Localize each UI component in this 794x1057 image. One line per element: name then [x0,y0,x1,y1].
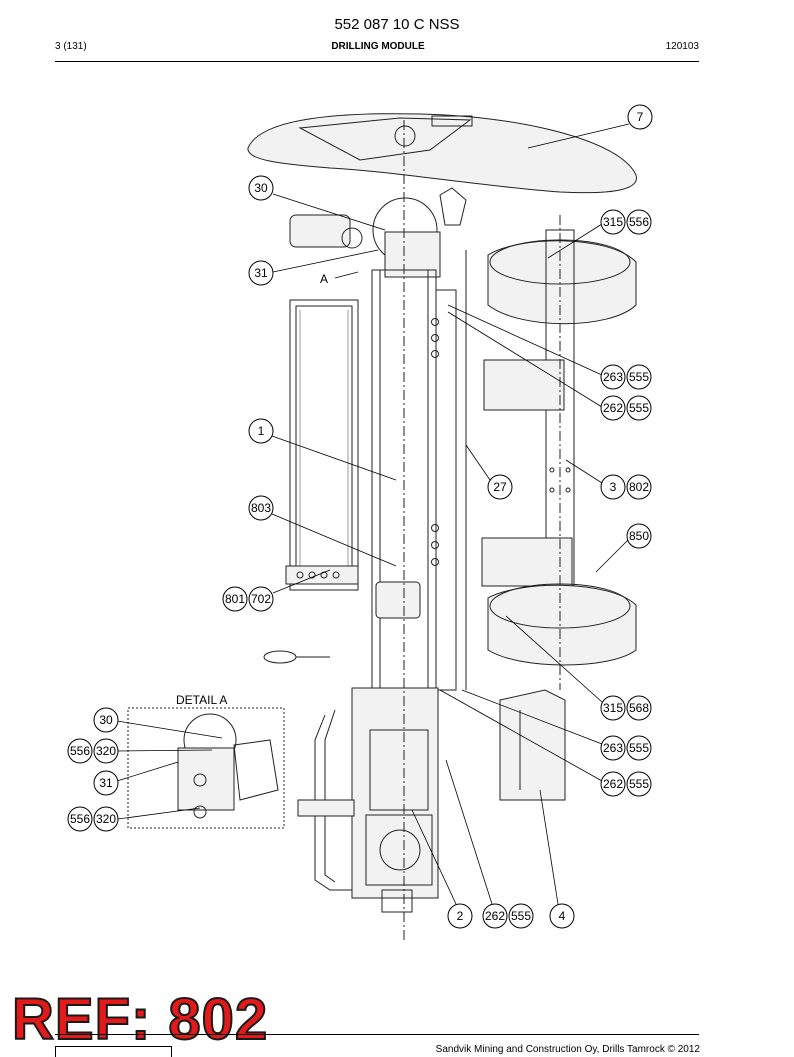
svg-text:3: 3 [610,480,617,494]
callout-850: 850 [626,523,652,549]
svg-text:263: 263 [603,741,623,755]
callout-555: 555 [626,395,652,421]
svg-text:262: 262 [603,777,623,791]
svg-text:263: 263 [603,370,623,384]
detail-a-view [127,707,285,829]
svg-text:315: 315 [603,215,623,229]
svg-text:30: 30 [99,713,113,727]
callout-27: 27 [487,474,513,500]
callout-4: 4 [549,903,575,929]
svg-text:556: 556 [629,215,649,229]
leader-lines [116,123,630,905]
callout-315: 315 [600,209,626,235]
document-title: 552 087 10 C NSS [334,16,460,33]
detail-callout-556: 556 [67,806,93,832]
callout-263: 263 [600,364,626,390]
detail-callout-320: 320 [93,738,119,764]
view-a-label: A [320,272,329,286]
svg-text:556: 556 [70,812,90,826]
date-code: 120103 [665,41,699,52]
svg-text:27: 27 [493,480,507,494]
callout-7: 7 [627,104,653,130]
svg-text:568: 568 [629,701,649,715]
page-number: 3 (131) [55,41,87,52]
detail-callout-30: 30 [93,707,119,733]
svg-text:320: 320 [96,812,116,826]
section-title: DRILLING MODULE [331,41,425,52]
callout-555: 555 [626,735,652,761]
drill-carriage-part [263,650,439,913]
svg-text:555: 555 [629,401,649,415]
svg-text:4: 4 [559,909,566,923]
callout-3: 3 [600,474,626,500]
footer-copyright: Sandvik Mining and Construction Oy, Dril… [435,1044,700,1055]
callout-263: 263 [600,735,626,761]
callout-262: 262 [600,771,626,797]
svg-text:555: 555 [629,370,649,384]
detail-callout-320: 320 [93,806,119,832]
svg-text:802: 802 [629,480,649,494]
svg-text:555: 555 [629,777,649,791]
svg-text:262: 262 [603,401,623,415]
callout-568: 568 [626,695,652,721]
callout-803: 803 [248,495,274,521]
detail-callout-556: 556 [67,738,93,764]
svg-text:801: 801 [225,592,245,606]
svg-text:320: 320 [96,744,116,758]
svg-text:803: 803 [251,501,271,515]
callout-2: 2 [447,903,473,929]
rod-magazine-part [285,299,359,591]
top-plate-part [247,113,637,194]
detail-callout-31: 31 [93,770,119,796]
callout-30: 30 [248,175,274,201]
callout-555: 555 [626,771,652,797]
callout-262: 262 [600,395,626,421]
svg-text:2: 2 [457,909,464,923]
callout-556: 556 [626,209,652,235]
svg-text:7: 7 [637,110,644,124]
brand-logo [55,1046,172,1057]
svg-text:315: 315 [603,701,623,715]
svg-text:850: 850 [629,529,649,543]
svg-text:1: 1 [258,424,265,438]
control-box-part [499,689,566,801]
callout-802: 802 [626,474,652,500]
svg-text:31: 31 [99,776,113,790]
callout-702: 702 [248,586,274,612]
ref-stamp: REF: 802 [11,986,269,1053]
callout-315: 315 [600,695,626,721]
callout-262: 262 [482,903,508,929]
callout-555: 555 [508,903,534,929]
svg-text:555: 555 [629,741,649,755]
svg-text:31: 31 [254,266,268,280]
footer-rule [55,1034,699,1035]
callout-555: 555 [626,364,652,390]
svg-text:555: 555 [511,909,531,923]
svg-text:556: 556 [70,744,90,758]
callout-801: 801 [222,586,248,612]
feed-beam-part [371,269,457,691]
rotation-unit-part [289,187,467,278]
callout-1: 1 [248,418,274,444]
svg-text:262: 262 [485,909,505,923]
svg-text:30: 30 [254,181,268,195]
detail-a-label: DETAIL A [176,693,228,707]
callout-31: 31 [248,260,274,286]
svg-text:702: 702 [251,592,271,606]
carousel-part [481,229,637,666]
header-rule [55,61,699,62]
